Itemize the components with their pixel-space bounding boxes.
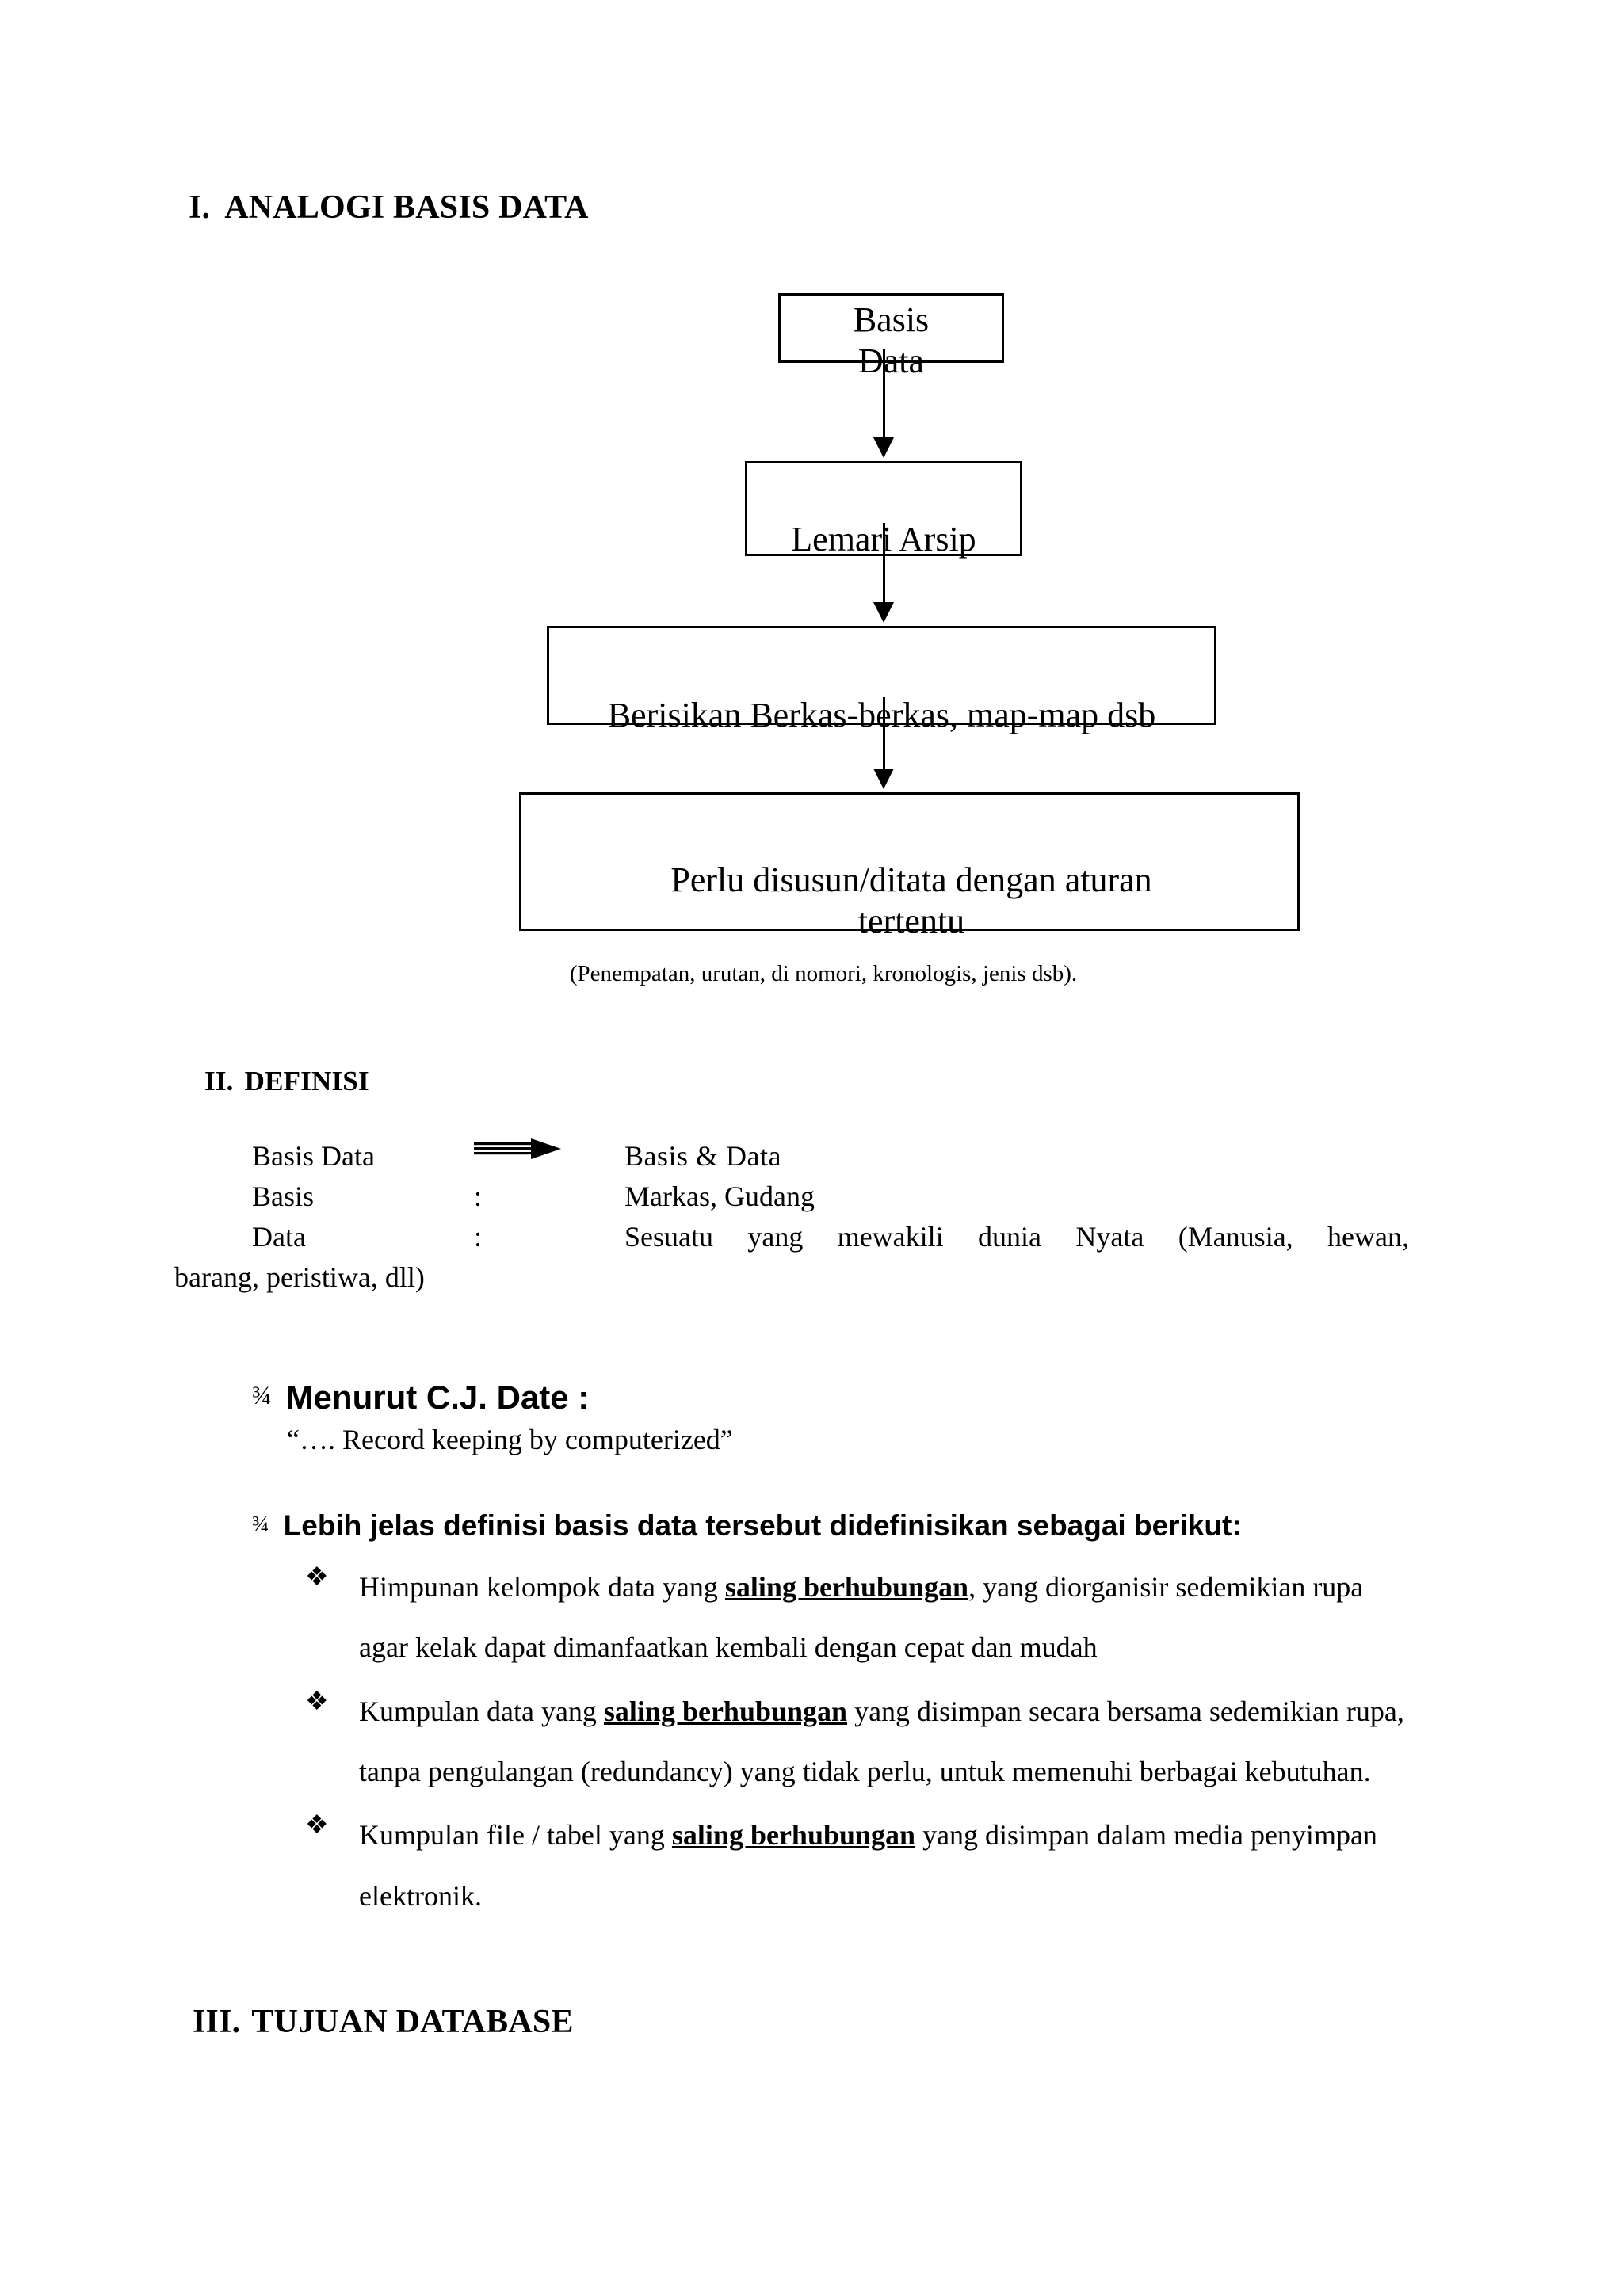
section-heading-tujuan-database: III. TUJUAN DATABASE [193, 2003, 574, 2041]
flow-box-label-4: Perlu disusun/ditata dengan aturan terte… [670, 860, 1152, 940]
flow-connector-1 [883, 349, 885, 441]
list-item-before: Kumpulan data yang [359, 1695, 604, 1727]
flow-box-berisikan-berkas [547, 626, 1216, 725]
three-quarters-bullet-icon-2: ¾ [252, 1511, 269, 1537]
cj-date-quote: “…. Record keeping by computerized” [287, 1424, 733, 1455]
list-item: ❖ Kumpulan data yang saling berhubungan … [305, 1681, 1415, 1802]
definisi-term-2: Basis [252, 1180, 315, 1213]
section-heading-analogi: I. ANALOGI BASIS DATA [189, 189, 589, 227]
heading-menurut-label: Menurut C.J. Date : [285, 1379, 590, 1416]
definisi-term-3: Data [252, 1221, 306, 1253]
list-item: ❖ Kumpulan file / tabel yang saling berh… [305, 1805, 1415, 1926]
definisi-bullet-list: ❖ Himpunan kelompok data yang saling ber… [305, 1557, 1415, 1929]
definisi-separator-2: : [474, 1177, 624, 1212]
list-item-emphasis: saling berhubungan [724, 1571, 969, 1603]
definisi-value-1: Basis & Data [624, 1140, 781, 1172]
section-number-3: III. [193, 2004, 241, 2040]
diamond-bullet-icon: ❖ [305, 1687, 329, 1716]
definisi-row-data: Data : Sesuatu yang mewakili dunia Nyata… [252, 1217, 1409, 1257]
definisi-continuation: barang, peristiwa, dll) [174, 1261, 425, 1294]
section-number-2: II. [204, 1066, 234, 1097]
flow-box-label-1: Basis Data [853, 300, 930, 380]
section-title-1: ANALOGI BASIS DATA [224, 189, 589, 226]
list-item-after: yang disimpan secara bersama sedemikian … [359, 1695, 1404, 1787]
section-title-2: DEFINISI [244, 1066, 369, 1097]
definisi-row-basis-data: Basis Data Basis & Data [252, 1136, 1409, 1177]
flow-arrowhead-1 [873, 437, 894, 458]
definisi-colon-3: : [474, 1221, 483, 1253]
double-arrow-icon [474, 1137, 624, 1165]
list-item-after: yang disimpan dalam media penyimpan elek… [359, 1819, 1377, 1912]
section-number-1: I. [189, 189, 211, 226]
heading-lebih-jelas-definisi: ¾ Lebih jelas definisi basis data tersebu… [252, 1509, 1242, 1543]
flow-connector-2 [883, 523, 885, 605]
definisi-value-2: Markas, Gudang [624, 1180, 815, 1213]
flow-box-basis-data [778, 293, 1004, 363]
flow-box-perlu-disusun [519, 792, 1300, 931]
three-quarters-bullet-icon: ¾ [252, 1382, 272, 1411]
list-item-emphasis: saling berhubungan [671, 1819, 916, 1852]
list-item-before: Kumpulan file / tabel yang [359, 1819, 672, 1852]
analogi-flowchart: Basis Data Lemari Arsip Berisikan Berkas… [0, 0, 1623, 1030]
list-item-after: , yang diorganisir sedemikian rupa agar … [359, 1571, 1364, 1664]
definisi-term-1: Basis Data [252, 1140, 375, 1172]
definisi-separator-3: : [474, 1217, 624, 1253]
flowchart-caption: (Penempatan, urutan, di nomori, kronolog… [569, 961, 1078, 986]
definisi-colon-2: : [474, 1180, 483, 1213]
definisi-block: Basis Data Basis & Data Basis : Markas, … [174, 1136, 1409, 1298]
list-item-emphasis: saling berhubungan [603, 1695, 848, 1727]
diamond-bullet-icon: ❖ [305, 1811, 329, 1840]
flow-connector-3 [883, 697, 885, 772]
flow-arrowhead-3 [873, 769, 894, 789]
section-heading-definisi: II. DEFINISI [204, 1066, 369, 1097]
flow-box-label-2: Lemari Arsip [791, 520, 976, 559]
flow-box-label-3: Berisikan Berkas-berkas, map-map dsb [607, 696, 1156, 734]
flow-arrowhead-2 [873, 602, 894, 623]
heading-lebih-jelas-label: Lebih jelas definisi basis data tersebut… [283, 1509, 1242, 1542]
diamond-bullet-icon: ❖ [305, 1562, 329, 1592]
heading-menurut-cj-date: ¾ Menurut C.J. Date : [252, 1379, 589, 1417]
list-item: ❖ Himpunan kelompok data yang saling ber… [305, 1557, 1415, 1678]
section-title-3: TUJUAN DATABASE [251, 2004, 574, 2040]
list-item-before: Himpunan kelompok data yang [359, 1571, 725, 1603]
definisi-row-basis: Basis : Markas, Gudang [252, 1177, 1409, 1217]
definisi-value-3: Sesuatu yang mewakili dunia Nyata (Manus… [624, 1221, 1409, 1253]
